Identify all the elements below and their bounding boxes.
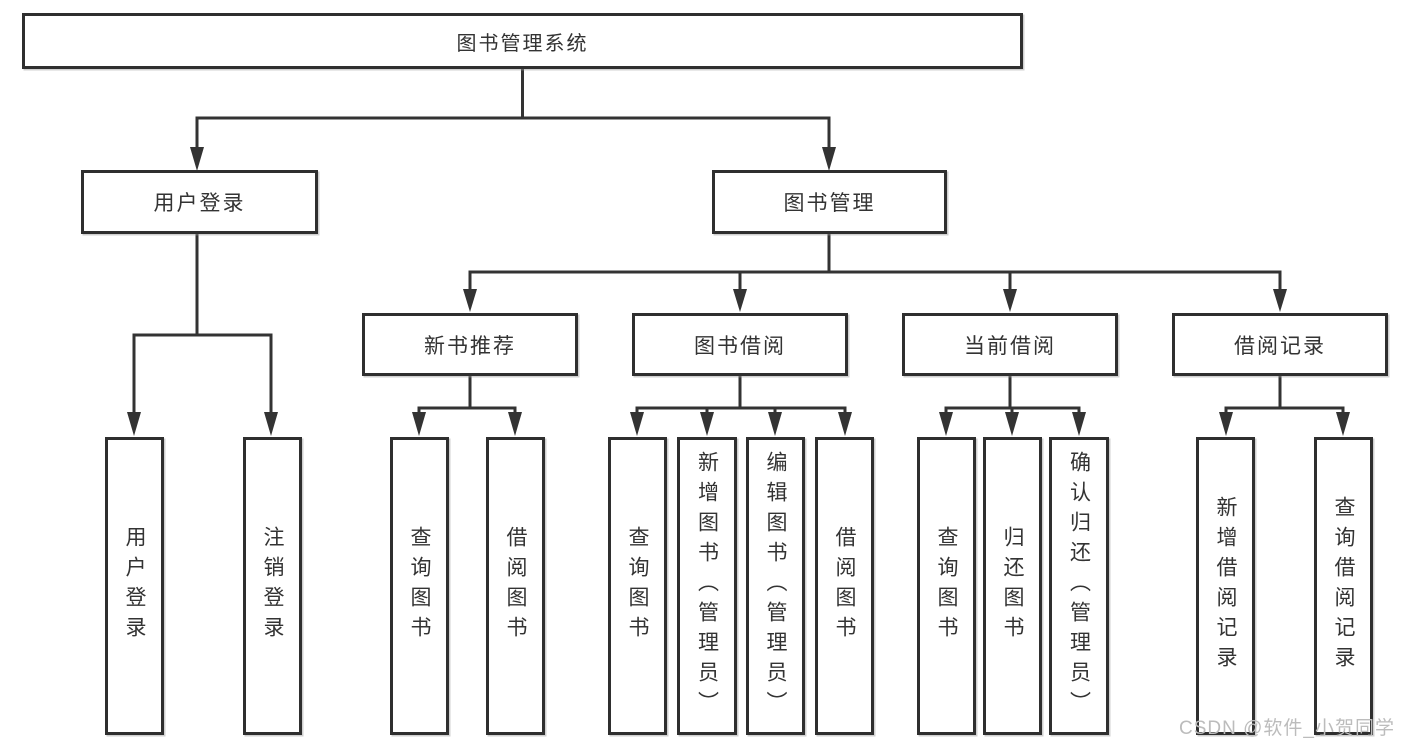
node-user-login-leaf: 用户登录 [105, 437, 164, 735]
arrowheads [127, 147, 1350, 436]
node-user-login: 用户登录 [81, 170, 318, 234]
node-query-books-current: 查询图书 [917, 437, 976, 735]
node-book-borrow: 图书借阅 [632, 313, 848, 376]
node-label: 图书管理 [783, 192, 876, 215]
node-return-books: 归还图书 [983, 437, 1042, 735]
node-add-borrow-record: 新增借阅记录 [1196, 437, 1255, 735]
node-new-book-recommend: 新书推荐 [362, 313, 578, 376]
node-label: 新增图书（管理员） [695, 451, 719, 721]
node-label: 借阅记录 [1234, 334, 1326, 358]
node-borrow-books-recommend: 借阅图书 [486, 437, 545, 735]
node-label: 借阅图书 [833, 526, 856, 646]
node-label: 图书借阅 [694, 334, 786, 358]
node-label: 新书推荐 [424, 334, 516, 358]
node-label: 当前借阅 [964, 334, 1056, 358]
node-current-borrow: 当前借阅 [902, 313, 1118, 376]
node-label: 查询图书 [626, 526, 649, 646]
node-label: 用户登录 [153, 192, 246, 215]
node-logout-leaf: 注销登录 [243, 437, 302, 735]
node-label: 查询图书 [408, 526, 431, 646]
node-label: 用户登录 [123, 526, 146, 646]
node-confirm-return-admin: 确认归还（管理员） [1049, 437, 1109, 735]
node-borrow-records: 借阅记录 [1172, 313, 1388, 376]
node-label: 查询借阅记录 [1332, 496, 1355, 676]
node-label: 新增借阅记录 [1214, 496, 1237, 676]
node-label: 借阅图书 [504, 526, 527, 646]
node-label: 编辑图书（管理员） [764, 451, 787, 721]
node-query-books-borrow: 查询图书 [608, 437, 667, 735]
csdn-watermark: CSDN @软件_小贺同学 [1179, 718, 1395, 739]
node-label: 注销登录 [261, 526, 284, 646]
node-label: 图书管理系统 [456, 32, 589, 55]
node-label: 查询图书 [935, 526, 958, 646]
node-query-books-recommend: 查询图书 [390, 437, 449, 735]
node-borrow-books-leaf: 借阅图书 [815, 437, 874, 735]
node-label: 归还图书 [1001, 526, 1024, 646]
node-add-book-admin: 新增图书（管理员） [677, 437, 737, 735]
node-label: 确认归还（管理员） [1067, 451, 1091, 721]
node-book-management: 图书管理 [712, 170, 947, 234]
node-edit-book-admin: 编辑图书（管理员） [746, 437, 805, 735]
node-library-management-system: 图书管理系统 [22, 13, 1023, 69]
node-query-borrow-record: 查询借阅记录 [1314, 437, 1373, 735]
